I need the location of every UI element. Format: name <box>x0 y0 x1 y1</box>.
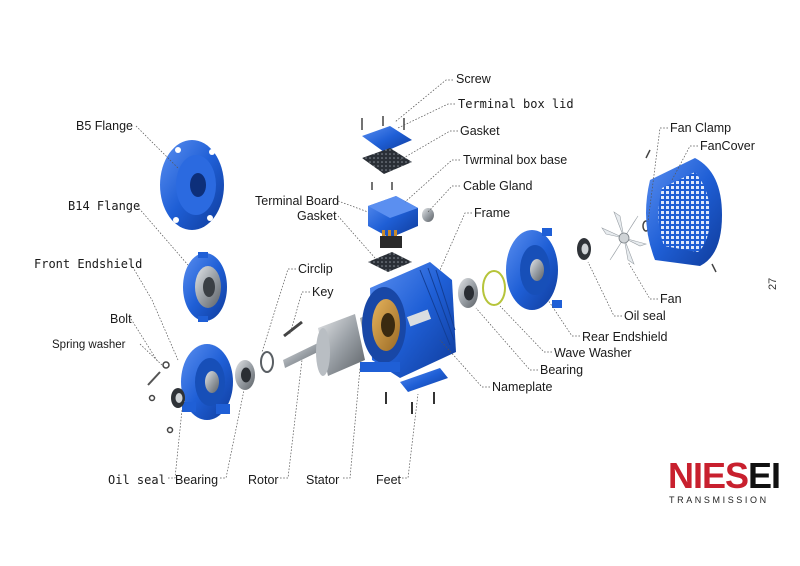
leader-lines <box>130 79 698 479</box>
feet-part <box>385 368 448 414</box>
svg-text:NIESEI: NIESEI <box>668 455 780 496</box>
label-bearing-right: Bearing <box>540 363 583 377</box>
label-gasket-top: Gasket <box>460 124 500 138</box>
label-front-endshield: Front Endshield <box>34 257 142 271</box>
front-endshield-part <box>181 344 233 420</box>
label-wave-washer: Wave Washer <box>554 346 632 360</box>
label-fan: Fan <box>660 292 682 306</box>
label-fan-cover: FanCover <box>700 139 755 153</box>
brand-name-part1: NIES <box>668 455 748 496</box>
label-screw: Screw <box>456 72 492 86</box>
b14-flange-part <box>183 252 227 322</box>
label-terminal-box-base: Twrminal box base <box>463 153 567 167</box>
b5-flange-part <box>160 140 224 230</box>
fan-part <box>601 211 648 265</box>
stator-frame-part <box>360 262 456 378</box>
bolts-washers-left <box>147 361 185 434</box>
rear-endshield-part <box>506 228 562 310</box>
label-rear-endshield: Rear Endshield <box>582 330 668 344</box>
label-terminal-box-lid: Terminal box lid <box>458 97 574 111</box>
label-cable-gland: Cable Gland <box>463 179 533 193</box>
label-key: Key <box>312 285 334 299</box>
label-b5-flange: B5 Flange <box>76 119 133 133</box>
oil-seal-right-part <box>577 238 591 260</box>
terminal-box-parts <box>361 116 434 272</box>
label-fan-clamp: Fan Clamp <box>670 121 731 135</box>
label-oil-seal-right: Oil seal <box>624 309 666 323</box>
label-circlip: Circlip <box>298 262 333 276</box>
label-terminal-board: Terminal Board <box>255 194 339 208</box>
label-gasket-mid: Gasket <box>297 209 337 223</box>
label-spring-washer: Spring washer <box>52 339 126 351</box>
brand-subtitle: TRANSMISSION <box>669 495 769 505</box>
label-bearing-bottom: Bearing <box>175 473 218 487</box>
label-bolt: Bolt <box>110 312 132 326</box>
bearing-left-part <box>235 360 255 390</box>
label-b14-flange: B14 Flange <box>68 199 140 213</box>
brand-logo: NIESEI TRANSMISSION <box>668 455 781 505</box>
label-nameplate: Nameplate <box>492 380 552 394</box>
wave-washer-part <box>482 270 506 306</box>
brand-name-part2: EI <box>748 455 780 496</box>
circlip-part <box>260 351 274 373</box>
labels: Screw Terminal box lid Gasket Twrminal b… <box>34 72 755 487</box>
label-rotor: Rotor <box>248 473 279 487</box>
page-number: 27 <box>767 278 779 290</box>
label-stator: Stator <box>306 473 339 487</box>
bearing-right-part <box>458 278 478 308</box>
label-feet: Feet <box>376 473 402 487</box>
fan-cover-part <box>645 149 722 273</box>
label-frame: Frame <box>474 206 510 220</box>
label-oil-seal-bottom: Oil seal <box>108 473 166 487</box>
key-part <box>283 320 303 338</box>
